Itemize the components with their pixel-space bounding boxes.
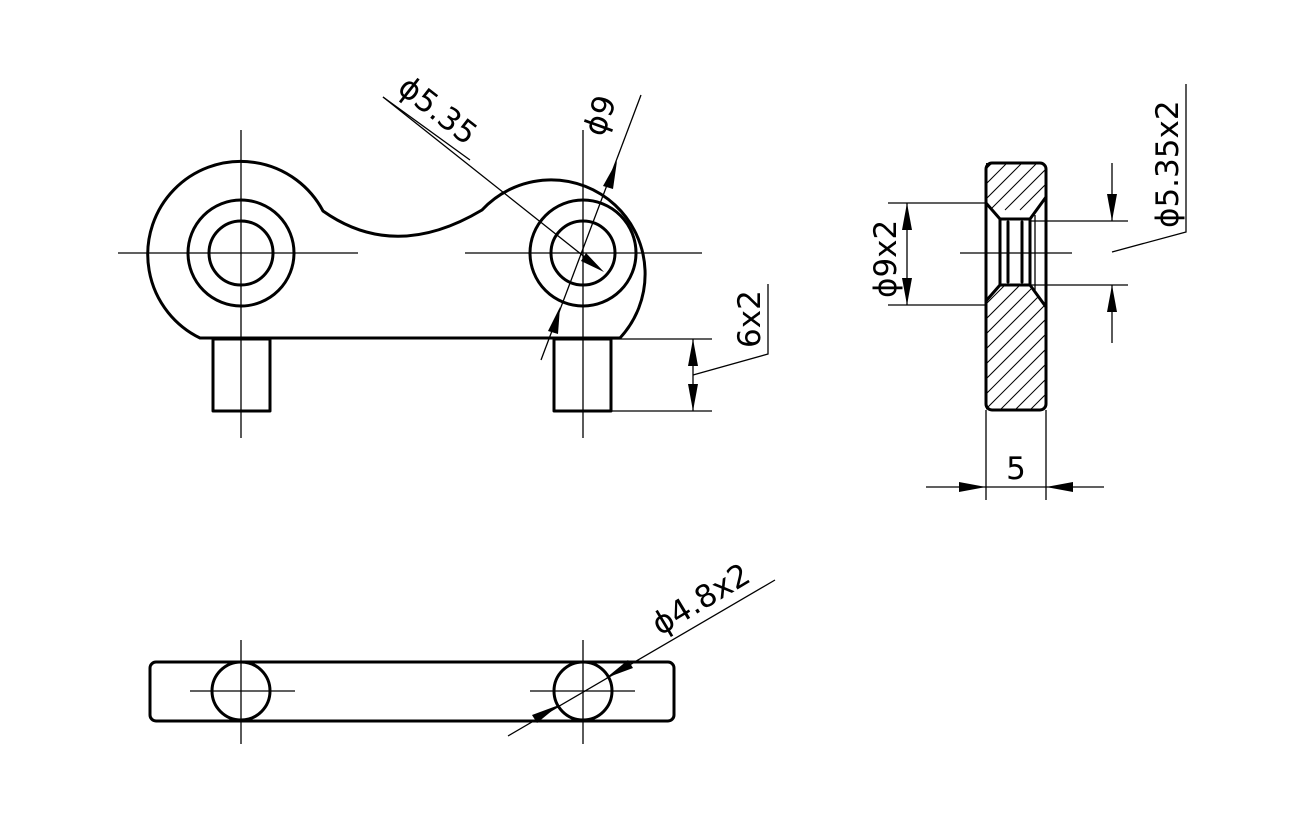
dim-hole-large-arrow-top [603, 161, 617, 189]
dim-thickness-arrow-left [959, 482, 986, 492]
section-hatch-top [986, 163, 1046, 219]
dim-hole-large-label: ϕ9 [577, 91, 625, 141]
dim-thickness-arrow-right [1046, 482, 1073, 492]
bottom-view: ϕ4.8x2 [148, 556, 776, 744]
dim-pin-diameter-arrow-top [606, 660, 633, 678]
dim-pin-height-arrow-top [688, 339, 698, 366]
dim-hole-small-arrow [581, 253, 604, 272]
side-bore-upper [984, 195, 1048, 221]
dim-counterbore-arrow-bottom [902, 278, 912, 305]
dim-hole-small-shoulder [382, 96, 471, 161]
dim-pin-height-label: 6x2 [732, 290, 768, 348]
bottom-body-outline [148, 660, 676, 723]
front-body-outline [146, 159, 647, 340]
dim-hole-label: ϕ5.35x2 [1150, 100, 1186, 228]
dim-counterbore-label: ϕ9x2 [868, 220, 904, 298]
dim-pin-height-arrow-bottom [688, 384, 698, 411]
dim-pin-diameter-arrow-bottom [532, 705, 559, 723]
dim-pin-height-leader [692, 284, 769, 376]
section-hatch-bottom [986, 285, 1046, 410]
side-body-outline [984, 161, 1048, 412]
front-view: ϕ5.35 ϕ9 6x2 [118, 69, 769, 438]
dim-thickness-label: 5 [1006, 451, 1026, 487]
dim-hole-small-leader [382, 96, 597, 267]
dim-hole-large-arrow-bottom [548, 307, 560, 334]
dim-hole-arrow-top [1107, 194, 1117, 221]
side-view: ϕ9x2 ϕ5.35x2 5 [868, 84, 1187, 500]
dim-counterbore-arrow-top [902, 203, 912, 230]
dim-hole-arrow-bottom [1107, 285, 1117, 312]
dim-hole-leader [1111, 84, 1187, 253]
dim-pin-diameter-label: ϕ4.8x2 [646, 556, 757, 642]
side-bore-lower [984, 283, 1048, 309]
